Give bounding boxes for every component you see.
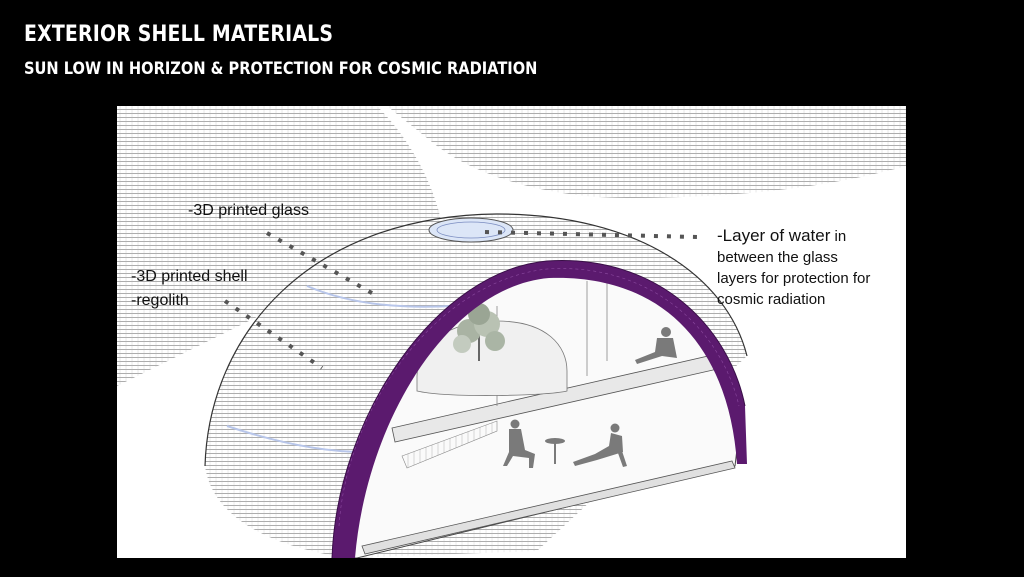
dome-interior-section: [351, 272, 743, 558]
water-layer-line: cosmic radiation: [717, 291, 826, 308]
water-layer-heading: -Layer of water: [717, 226, 831, 245]
dome-section-illustration: [117, 106, 906, 558]
water-layer-line: between the glass: [717, 249, 838, 266]
regolith-shell-layer: [331, 260, 747, 558]
people-seated-group: [503, 419, 627, 468]
water-layer-line: layers for protection for: [717, 270, 871, 287]
page-title: EXTERIOR SHELL MATERIALS: [24, 22, 334, 47]
background-dome-right: [387, 106, 906, 198]
diagram-panel: -3D printed glass -3D printed shell -reg…: [117, 106, 906, 558]
leader-dots-glass: [266, 231, 378, 298]
water-layer-heading-suffix: in: [830, 228, 847, 245]
label-3d-printed-shell: -3D printed shell: [131, 268, 248, 285]
skylight-glass: [428, 217, 514, 243]
background-dome-left: [117, 106, 442, 386]
person-silhouette-upper: [635, 327, 677, 364]
label-regolith: -regolith: [131, 292, 189, 309]
page-subtitle: SUN LOW IN HORIZON & PROTECTION FOR COSM…: [24, 59, 538, 79]
leader-dots-water: [484, 230, 698, 239]
label-water-layer: -Layer of water in between the glass lay…: [717, 225, 870, 310]
label-3d-printed-glass: -3D printed glass: [188, 202, 309, 219]
